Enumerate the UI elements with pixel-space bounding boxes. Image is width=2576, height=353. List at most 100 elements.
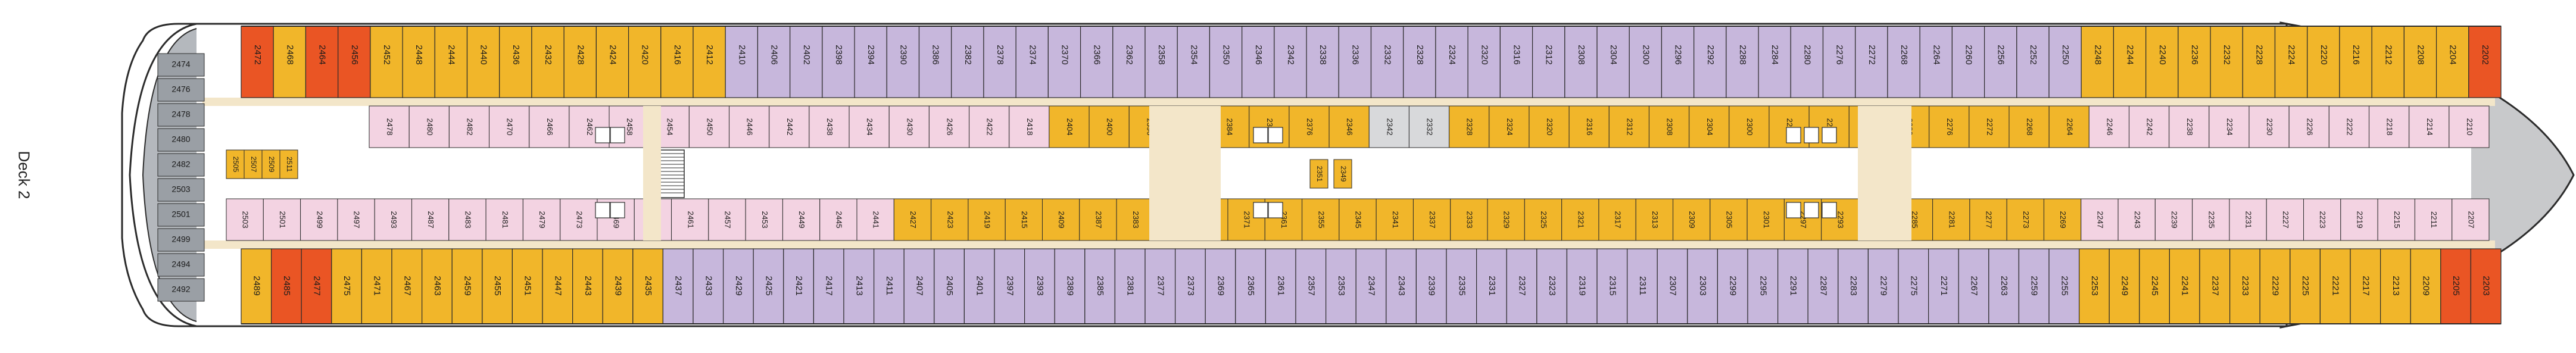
cabin-label-inner-upper-2478: 2478	[385, 118, 394, 136]
cabin-bottom-2323	[1536, 248, 1568, 324]
elevator-8	[1786, 127, 1801, 143]
cabin-bottom-2443	[572, 248, 603, 324]
cabin-label-top-2208: 2208	[2415, 45, 2425, 64]
cabin-label-inner-upper-2470: 2470	[506, 118, 514, 136]
cabin-label-top-2244: 2244	[2125, 45, 2135, 64]
cabin-bottom-2279	[1867, 248, 1899, 324]
cabin-label-inner-lower-2231: 2231	[2244, 211, 2253, 229]
cabin-label-bottom-2467: 2467	[402, 276, 412, 295]
cabin-inner-upper-2214	[2409, 105, 2450, 148]
cabin-label-inner-lower-2453: 2453	[760, 211, 769, 229]
cabin-bottom-2307	[1657, 248, 1688, 324]
aft-suite-label-2492: 2492	[171, 285, 190, 294]
cabin-label-inner-upper-2442: 2442	[785, 118, 794, 136]
cabin-top-2332	[1370, 26, 1404, 98]
cabin-inner-lower-2301	[1747, 198, 1785, 241]
cabin-inner-lower-2313	[1635, 198, 1674, 241]
cabin-label-inner-lower-2317: 2317	[1614, 211, 1623, 229]
cabin-bottom-2471	[361, 248, 392, 324]
cross-corridor-forward	[1858, 106, 1911, 240]
cabin-label-inner-upper-2218: 2218	[2385, 118, 2394, 136]
cabin-inner-upper-2332	[1408, 105, 1450, 148]
cabin-inner-upper-2426	[928, 105, 970, 148]
aft-suite-label-2499: 2499	[171, 235, 190, 244]
cabin-top-2420	[628, 26, 662, 98]
cabin-top-2202	[2468, 26, 2502, 98]
cabin-label-top-2332: 2332	[1383, 45, 1393, 64]
cabin-label-bottom-2283: 2283	[1848, 276, 1858, 295]
cabin-label-inner-upper-2346: 2346	[1345, 118, 1354, 136]
cabin-label-top-2250: 2250	[2060, 45, 2070, 64]
cabin-label-top-2252: 2252	[2028, 45, 2038, 64]
cabin-bottom-2389	[1054, 248, 1086, 324]
cabin-inner-lower-2449	[782, 198, 821, 241]
cabin-label-inner-lower-2441: 2441	[872, 211, 881, 229]
cabin-top-2324	[1435, 26, 1468, 98]
cabin-inner-lower-2227	[2266, 198, 2304, 241]
cabin-top-2308	[1564, 26, 1598, 98]
elevator-12	[1804, 202, 1819, 218]
cabin-label-inner-upper-2304: 2304	[1705, 118, 1714, 136]
cabin-label-bottom-2213: 2213	[2391, 276, 2401, 295]
cabin-bottom-2205	[2440, 248, 2471, 324]
cabin-label-top-2472: 2472	[252, 45, 263, 64]
cabin-inner-upper-2246	[2088, 105, 2129, 148]
cabin-label-top-2204: 2204	[2448, 45, 2458, 64]
cabin-label-bottom-2489: 2489	[251, 276, 261, 295]
cabin-top-2406	[757, 26, 791, 98]
cabin-inner-lower-2441	[856, 198, 894, 241]
cabin-label-bottom-2405: 2405	[944, 276, 955, 295]
cabin-label-inner-lower-2457: 2457	[723, 211, 732, 229]
cabin-label-top-2420: 2420	[640, 45, 650, 64]
cabin-label-bottom-2407: 2407	[915, 276, 925, 295]
cabin-inner-upper-2438	[809, 105, 850, 148]
cabin-bottom-2213	[2380, 248, 2411, 324]
cabin-bottom-2315	[1596, 248, 1628, 324]
cabin-label-inner-upper-2422: 2422	[986, 118, 994, 136]
elevator-11	[1786, 202, 1801, 218]
cabin-label-inner-lower-2371: 2371	[1243, 211, 1252, 229]
aft-suite-label-2494: 2494	[171, 260, 190, 269]
cabin-label-inner-middle-2509: 2509	[267, 157, 276, 173]
cabin-label-inner-lower-2497: 2497	[353, 211, 361, 229]
cabin-bottom-2319	[1566, 248, 1598, 324]
cabin-inner-lower-2309	[1673, 198, 1711, 241]
cabin-top-2412	[693, 26, 726, 98]
cabin-bottom-2477	[301, 248, 332, 324]
cabin-label-bottom-2327: 2327	[1517, 276, 1527, 295]
cabin-label-inner-lower-2313: 2313	[1651, 211, 1660, 229]
cabin-label-bottom-2323: 2323	[1547, 276, 1557, 295]
elevator-2	[595, 202, 610, 218]
cabin-inner-upper-2238	[2169, 105, 2210, 148]
cabin-inner-upper-2404	[1049, 105, 1090, 148]
cabin-label-inner-upper-2316: 2316	[1585, 118, 1594, 136]
cabin-label-top-2296: 2296	[1673, 45, 1683, 64]
cabin-label-inner-lower-2479: 2479	[538, 211, 547, 229]
aft-suite-2478	[157, 103, 205, 127]
cabin-label-top-2342: 2342	[1286, 45, 1296, 64]
cabin-bottom-2249	[2109, 248, 2140, 324]
cabin-label-top-2240: 2240	[2157, 45, 2168, 64]
cabin-inner-middle-2505	[226, 149, 245, 179]
cabin-inner-upper-2222	[2328, 105, 2369, 148]
cabin-inner-lower-2457	[708, 198, 746, 241]
cabin-inner-lower-2235	[2192, 198, 2230, 241]
cabin-label-bottom-2381: 2381	[1125, 276, 1136, 295]
cabin-label-top-2336: 2336	[1350, 45, 1360, 64]
cabin-label-inner-lower-2247: 2247	[2095, 211, 2104, 229]
cabin-label-inner-lower-2493: 2493	[389, 211, 398, 229]
elevator-13	[1822, 202, 1837, 218]
cabin-label-inner-upper-2238: 2238	[2185, 118, 2194, 136]
cabin-label-bottom-2209: 2209	[2421, 276, 2431, 295]
cabin-inner-lower-2269	[2043, 198, 2082, 241]
aft-suite-label-2501: 2501	[171, 210, 190, 219]
cabin-label-inner-lower-2387: 2387	[1094, 211, 1103, 229]
cabin-bottom-2225	[2290, 248, 2321, 324]
cabin-inner-lower-2355	[1302, 198, 1340, 241]
cabin-label-top-2292: 2292	[1705, 45, 1716, 64]
elevator-7	[1268, 202, 1283, 218]
cabin-label-bottom-2373: 2373	[1186, 276, 1196, 295]
cabin-inner-upper-2450	[688, 105, 730, 148]
cabin-label-top-2424: 2424	[607, 45, 618, 64]
cabin-top-2236	[2178, 26, 2211, 98]
